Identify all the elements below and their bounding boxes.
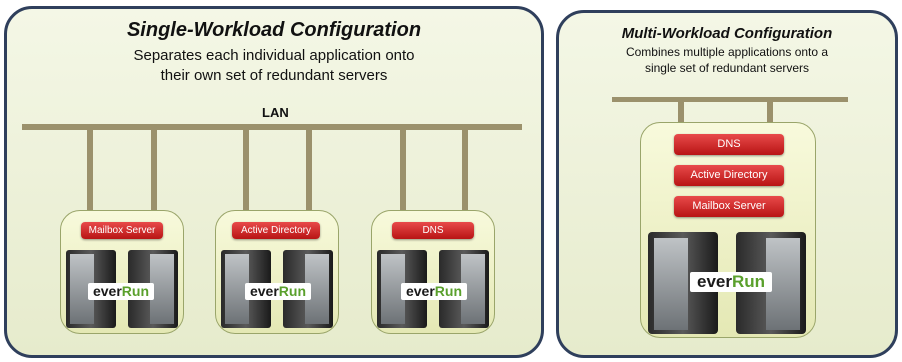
lan-label: LAN bbox=[262, 105, 289, 120]
app-label-dns: DNS bbox=[392, 222, 474, 239]
multi-workload-subtitle-1: Combines multiple applications onto a bbox=[625, 45, 829, 59]
everrun-logo: everRun bbox=[401, 283, 467, 300]
multi-workload-title: Multi-Workload Configuration bbox=[621, 25, 833, 42]
network-drop bbox=[306, 128, 312, 256]
network-drop bbox=[243, 128, 249, 256]
single-workload-title: Single-Workload Configuration bbox=[126, 19, 422, 41]
everrun-logo-multi: everRun bbox=[690, 272, 772, 292]
network-drop bbox=[462, 128, 468, 256]
lan-bus bbox=[22, 124, 522, 130]
network-drop bbox=[400, 128, 406, 256]
app-label-mailbox-server: Mailbox Server bbox=[81, 222, 163, 239]
network-drop bbox=[151, 128, 157, 256]
app-label-mailbox-server-multi: Mailbox Server bbox=[674, 196, 784, 217]
single-workload-subtitle-1: Separates each individual application on… bbox=[133, 47, 415, 64]
lan-bus-multi bbox=[612, 97, 848, 102]
app-label-active-directory-multi: Active Directory bbox=[674, 165, 784, 186]
app-label-active-directory: Active Directory bbox=[232, 222, 320, 239]
multi-workload-subtitle-2: single set of redundant servers bbox=[644, 61, 810, 75]
server-tower-icon bbox=[439, 250, 489, 328]
server-tower-icon bbox=[648, 232, 718, 334]
everrun-logo: everRun bbox=[245, 283, 311, 300]
single-workload-subtitle-2: their own set of redundant servers bbox=[160, 67, 388, 84]
everrun-logo: everRun bbox=[88, 283, 154, 300]
network-drop bbox=[87, 128, 93, 256]
app-label-dns-multi: DNS bbox=[674, 134, 784, 155]
